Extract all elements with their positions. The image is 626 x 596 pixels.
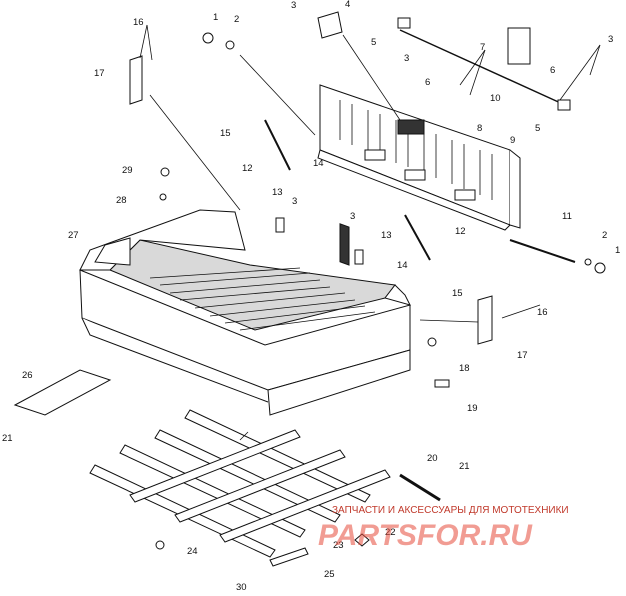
callout-19: 19 xyxy=(467,403,478,414)
watermark-tagline: ЗАПЧАСТИ И АКСЕССУАРЫ ДЛЯ МОТОТЕХНИКИ xyxy=(332,505,569,516)
hinge-right xyxy=(477,295,493,345)
callout-29: 29 xyxy=(122,165,133,176)
callout-5b: 5 xyxy=(535,123,540,134)
callout-26: 26 xyxy=(22,370,33,381)
callout-10: 10 xyxy=(490,93,501,104)
callout-18: 18 xyxy=(459,363,470,374)
callout-17: 17 xyxy=(94,68,105,79)
tailgate xyxy=(317,84,521,266)
callout-14b: 14 xyxy=(397,260,408,271)
callout-9: 9 xyxy=(510,135,515,146)
leader-lines xyxy=(139,24,601,441)
callout-12: 12 xyxy=(242,163,253,174)
callout-13b: 13 xyxy=(381,230,392,241)
callout-8: 8 xyxy=(477,123,482,134)
callout-3d: 3 xyxy=(292,196,297,207)
watermark: ЗАПЧАСТИ И АКСЕССУАРЫ ДЛЯ МОТОТЕХНИКИ PA… xyxy=(318,505,569,552)
callout-1: 1 xyxy=(213,12,218,23)
callout-15b: 15 xyxy=(452,288,463,299)
callout-6: 6 xyxy=(425,77,430,88)
callout-22: 22 xyxy=(385,527,396,538)
callout-5: 5 xyxy=(371,37,376,48)
watermark-brand: PARTSFOR.RU xyxy=(318,519,533,552)
callout-16: 16 xyxy=(133,17,144,28)
cargo-box xyxy=(79,209,411,416)
callout-3c: 3 xyxy=(608,34,613,45)
latch xyxy=(507,27,531,65)
callout-6b: 6 xyxy=(550,65,555,76)
callout-11: 11 xyxy=(562,211,572,222)
hinge-left xyxy=(129,55,143,105)
callout-30: 30 xyxy=(236,582,247,593)
callout-16b: 16 xyxy=(537,307,548,318)
callout-15: 15 xyxy=(220,128,231,139)
callout-2b: 2 xyxy=(602,230,607,241)
plate xyxy=(13,369,112,416)
label-plate xyxy=(317,11,343,39)
callout-21: 21 xyxy=(459,461,470,472)
small-parts xyxy=(155,17,606,567)
callout-20: 20 xyxy=(427,453,438,464)
callout-17b: 17 xyxy=(517,350,528,361)
callout-12b: 12 xyxy=(455,226,466,237)
callout-13: 13 xyxy=(272,187,283,198)
callout-25: 25 xyxy=(324,569,335,580)
callout-2: 2 xyxy=(234,14,239,25)
callout-28: 28 xyxy=(116,195,127,206)
callout-4: 4 xyxy=(345,0,350,10)
cables xyxy=(264,29,576,502)
callout-3: 3 xyxy=(291,0,296,11)
callout-23: 23 xyxy=(333,540,344,551)
bed-frame xyxy=(89,409,391,558)
callout-24: 24 xyxy=(187,546,198,557)
callout-3e: 3 xyxy=(350,211,355,222)
callout-14: 14 xyxy=(313,158,324,169)
callout-1b: 1 xyxy=(615,245,620,256)
callout-21b: 21 xyxy=(2,433,13,444)
callout-3b: 3 xyxy=(404,53,409,64)
callout-7: 7 xyxy=(480,42,485,53)
callout-27: 27 xyxy=(68,230,79,241)
